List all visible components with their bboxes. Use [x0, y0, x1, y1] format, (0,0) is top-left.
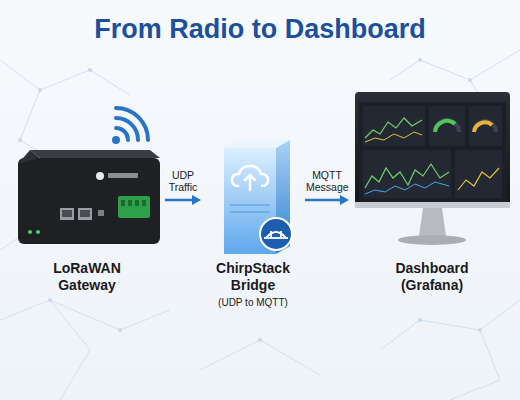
flow-arrow [305, 195, 349, 205]
node-label: ChirpStack Bridge [206, 260, 300, 294]
monitor-icon [355, 92, 510, 245]
diagram-title: From Radio to Dashboard [0, 14, 520, 45]
edge-label: MQTT Message [306, 169, 348, 194]
node-sublabel: (UDP to MQTT) [218, 297, 288, 309]
server-icon [224, 140, 292, 254]
node-label: LoRaWAN Gateway [44, 260, 130, 294]
device-node: LoRaWAN Gateway [12, 88, 162, 294]
device-node: Dashboard (Grafana) [352, 88, 512, 294]
node-label: Dashboard (Grafana) [382, 260, 482, 294]
edge-label: UDP Traffic [163, 169, 203, 194]
flow-arrow [165, 195, 201, 205]
wifi-signal [112, 108, 148, 144]
gateway-icon [18, 150, 160, 244]
device-node: ChirpStack Bridge (UDP to MQTT) [204, 88, 302, 309]
